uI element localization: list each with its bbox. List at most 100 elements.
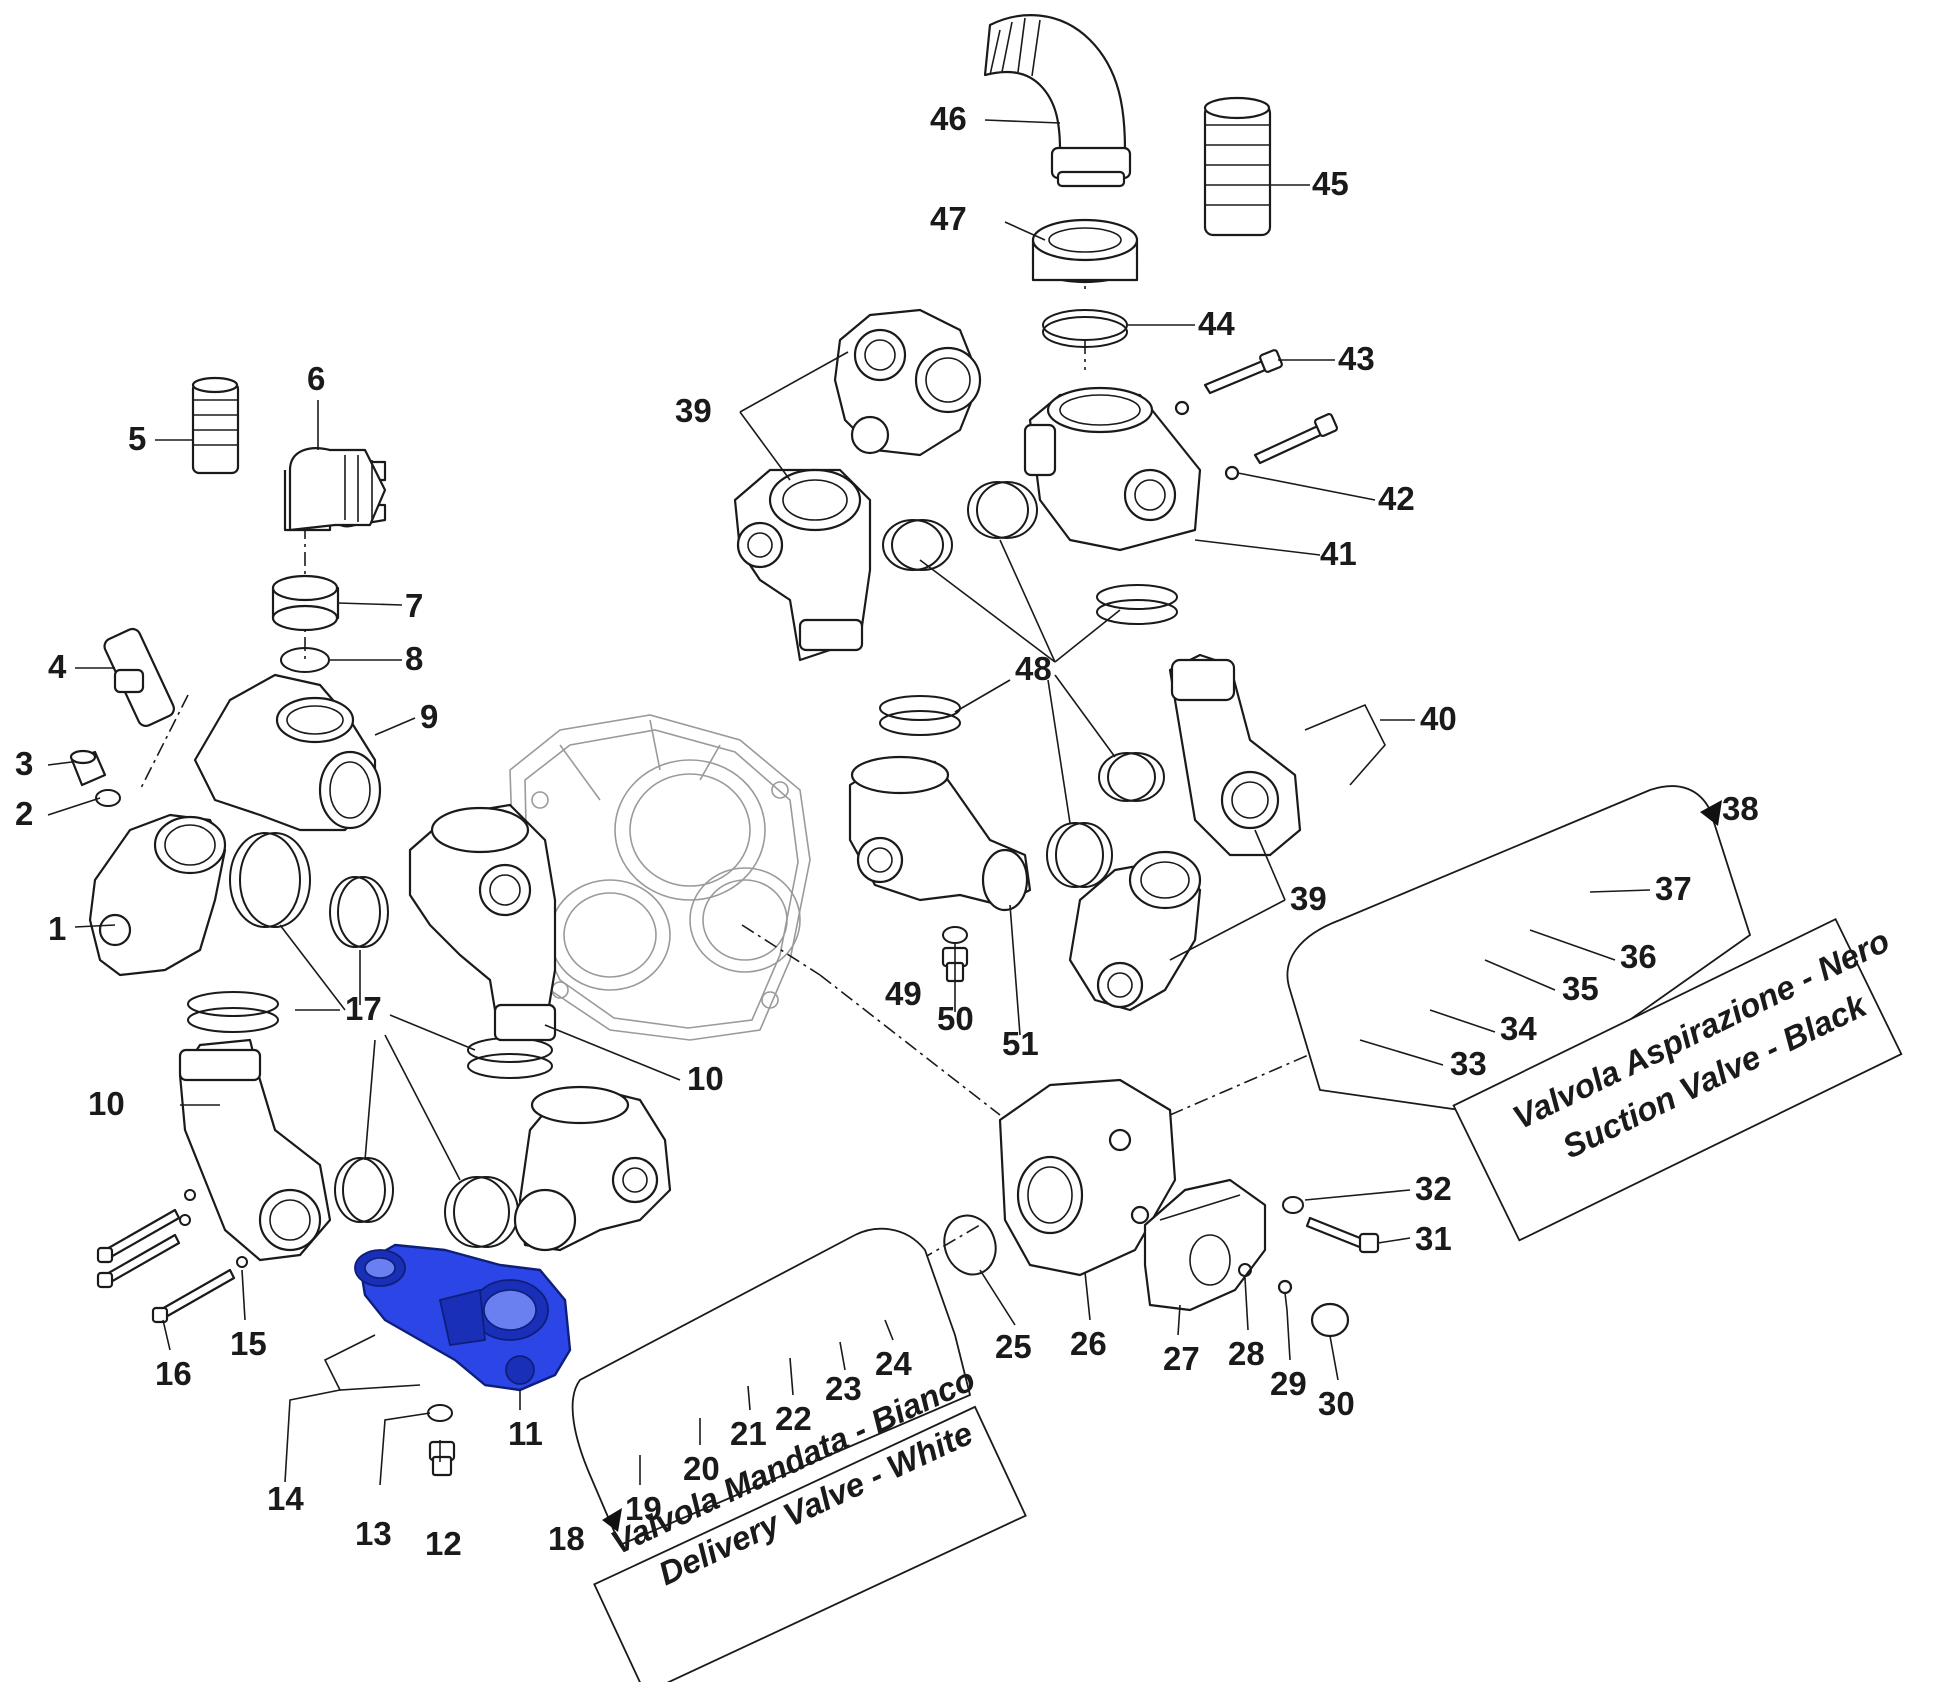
part-10-valve-head-center	[408, 803, 557, 1042]
callout-1: 1	[48, 910, 66, 947]
callout-26: 26	[1070, 1325, 1107, 1362]
callout-14: 14	[267, 1480, 304, 1517]
part-48-o-ring-a	[882, 519, 953, 571]
part-48-o-ring-d	[879, 695, 961, 736]
part-39-valve-head-upper-a	[833, 308, 982, 457]
part-45-straight-hose-fitting	[1203, 96, 1272, 237]
part-6-elbow-hose-fitting	[283, 447, 387, 532]
pump-body-ghost	[509, 714, 811, 1041]
part-10-valve-head-lower	[513, 1085, 672, 1252]
callout-9: 9	[420, 698, 438, 735]
part-17-o-ring-b	[329, 876, 389, 948]
callout-40: 40	[1420, 700, 1457, 737]
callout-44: 44	[1198, 305, 1235, 342]
callout-15: 15	[230, 1325, 267, 1362]
part-5-straight-hose-fitting	[191, 376, 240, 475]
callout-50: 50	[937, 1000, 974, 1037]
callout-31: 31	[1415, 1220, 1452, 1257]
callout-34: 34	[1500, 1010, 1537, 1047]
callout-28: 28	[1228, 1335, 1265, 1372]
part-48-o-ring-b	[967, 481, 1038, 539]
part-43-screw	[1203, 349, 1283, 395]
part-47-ring-nut	[1031, 218, 1139, 284]
callout-48: 48	[1015, 650, 1052, 687]
callout-23: 23	[825, 1370, 862, 1407]
part-1-valve-head-left	[88, 813, 227, 977]
part-10-valve-head-left	[178, 1038, 332, 1262]
callout-10-left: 10	[88, 1085, 125, 1122]
part-39-valve-head-upper-b	[733, 468, 872, 662]
part-43-washer	[1174, 400, 1190, 416]
part-31-screw	[1305, 1216, 1380, 1254]
delivery-valve-callout	[571, 1227, 1027, 1682]
callout-4: 4	[48, 648, 67, 685]
part-11-valve-head-highlighted[interactable]	[354, 1243, 572, 1392]
part-32-washer	[1282, 1196, 1304, 1214]
callout-49: 49	[885, 975, 922, 1012]
callout-32: 32	[1415, 1170, 1452, 1207]
callout-22: 22	[775, 1400, 812, 1437]
part-15-washers	[179, 1189, 248, 1268]
part-9-manifold-left	[193, 673, 382, 832]
callout-29: 29	[1270, 1365, 1307, 1402]
part-28-washer	[1238, 1263, 1252, 1277]
callout-19: 19	[625, 1490, 662, 1527]
callout-18: 18	[548, 1520, 585, 1557]
callout-51: 51	[1002, 1025, 1039, 1062]
callout-35: 35	[1562, 970, 1599, 1007]
part-4-tee-fitting	[103, 627, 175, 728]
callout-37: 37	[1655, 870, 1692, 907]
part-3-plug	[69, 749, 107, 787]
suction-valve-callout	[1286, 785, 1903, 1242]
part-44-o-ring	[1042, 309, 1128, 348]
part-42-washer	[1224, 465, 1240, 481]
part-8-o-ring	[280, 647, 330, 673]
callout-7: 7	[405, 587, 423, 624]
part-17-o-ring-a	[229, 832, 311, 928]
part-26-valve-cover	[998, 1078, 1177, 1277]
callout-30: 30	[1318, 1385, 1355, 1422]
callout-21: 21	[730, 1415, 767, 1452]
callout-42: 42	[1378, 480, 1415, 517]
leader-lines	[47, 119, 1651, 1486]
part-48-o-ring-e	[1098, 752, 1165, 802]
callout-12: 12	[425, 1525, 462, 1562]
callout-43: 43	[1338, 340, 1375, 377]
callout-17: 17	[345, 990, 382, 1027]
part-39-valve-head-lower-a	[1168, 653, 1302, 857]
callout-16: 16	[155, 1355, 192, 1392]
callout-8: 8	[405, 640, 423, 677]
part-39-valve-head-lower-b	[1068, 850, 1202, 1012]
callout-labels: 1 2 3 4 5 6 7 8 9 10 10 11 12 13 14 15 1…	[15, 100, 1759, 1562]
callout-11: 11	[508, 1415, 543, 1452]
callout-24: 24	[875, 1345, 912, 1382]
part-12-plug	[428, 1440, 456, 1477]
callout-46: 46	[930, 100, 967, 137]
callout-2: 2	[15, 795, 33, 832]
part-40-u-clip	[1304, 703, 1386, 786]
part-41-delivery-manifold	[1023, 386, 1202, 552]
part-17-o-ring-f	[444, 1176, 519, 1248]
callout-25: 25	[995, 1328, 1032, 1365]
callout-38: 38	[1722, 790, 1759, 827]
callout-45: 45	[1312, 165, 1349, 202]
part-29-screw	[1277, 1279, 1293, 1311]
callout-5: 5	[128, 420, 146, 457]
callout-13: 13	[355, 1515, 392, 1552]
callout-36: 36	[1620, 938, 1657, 975]
part-25-o-ring	[943, 1214, 997, 1276]
callout-39-lower: 39	[1290, 880, 1327, 917]
part-17-o-ring-e	[334, 1157, 394, 1223]
part-16-screws	[96, 1208, 236, 1324]
part-49-seal-washer	[942, 926, 968, 944]
part-30-cap	[1310, 1302, 1350, 1338]
part-42-screw	[1253, 412, 1339, 465]
part-13-washer	[427, 1404, 453, 1422]
part-51-valve-head-middle	[848, 755, 1032, 912]
part-14-u-clip	[323, 1334, 421, 1391]
part-17-o-ring-d	[467, 1037, 553, 1079]
part-7-ring-nut	[271, 574, 340, 632]
part-2-washer	[95, 789, 121, 807]
callout-33: 33	[1450, 1045, 1487, 1082]
